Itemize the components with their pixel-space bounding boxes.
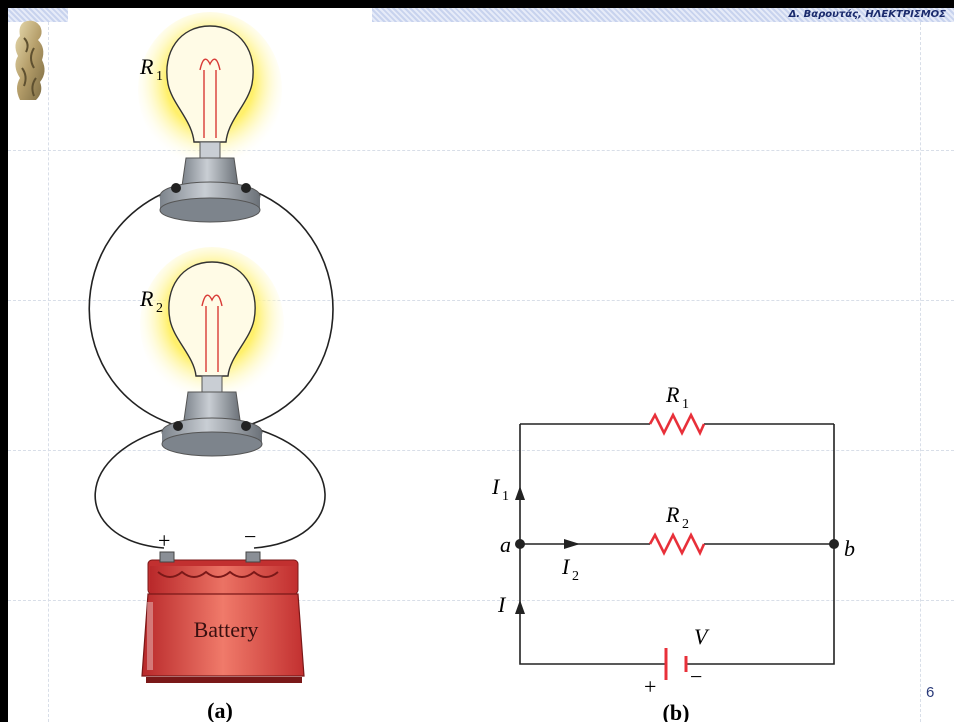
r1-label: R [665, 382, 680, 407]
figure-a-caption: (a) [207, 698, 233, 722]
grid-line [8, 600, 954, 601]
r1-subscript: 1 [682, 397, 689, 412]
grid-line [920, 22, 921, 722]
battery-symbol-plus: + [644, 674, 656, 699]
r2-label: R [665, 502, 680, 527]
grid-line [48, 22, 49, 722]
bulb-r2-subscript: 2 [156, 301, 163, 316]
node-a-dot [515, 539, 525, 549]
battery-symbol [664, 648, 688, 680]
schematic-wires [519, 423, 835, 665]
voltage-label: V [694, 624, 710, 649]
page-number: 6 [926, 684, 935, 701]
slide-frame-top [0, 0, 954, 8]
bulb-r1 [138, 12, 282, 223]
current-i1-arrow [515, 486, 525, 500]
current-i-arrow [515, 600, 525, 614]
wire-loop-lower [94, 425, 326, 549]
header-band [372, 8, 954, 22]
bulb-r2-label: R [139, 286, 154, 311]
logo-band [8, 8, 68, 22]
battery-plus-sign: + [158, 528, 170, 553]
node-a-label: a [500, 532, 511, 557]
bulb-r2 [140, 247, 284, 457]
athena-statue-icon [15, 20, 45, 101]
battery-symbol-minus: − [690, 664, 702, 689]
i1-subscript: 1 [502, 489, 509, 504]
battery-label: Battery [194, 617, 259, 642]
slide-frame-left [0, 0, 8, 722]
wire-loop-upper [88, 187, 334, 427]
bulb-r1-subscript: 1 [156, 69, 163, 84]
node-b-dot [829, 539, 839, 549]
grid-line [8, 150, 954, 151]
figure-b-caption: (b) [663, 700, 690, 722]
current-i2-arrow [564, 539, 580, 549]
i-label: I [497, 592, 507, 617]
header-title: Δ. Βαρουτάς, ΗΛΕΚΤΡΙΣΜΟΣ [788, 9, 946, 20]
r2-subscript: 2 [682, 517, 689, 532]
i2-label: I [561, 554, 571, 579]
grid-line [8, 450, 954, 451]
grid-line [8, 300, 954, 301]
bulb-r1-label: R [139, 54, 154, 79]
battery-minus-sign: − [244, 524, 256, 549]
battery [141, 551, 305, 683]
resistor-r2-symbol [648, 532, 706, 557]
node-b-label: b [844, 536, 855, 561]
resistor-r1-symbol [648, 412, 706, 437]
i2-subscript: 2 [572, 569, 579, 584]
i1-label: I [491, 474, 501, 499]
